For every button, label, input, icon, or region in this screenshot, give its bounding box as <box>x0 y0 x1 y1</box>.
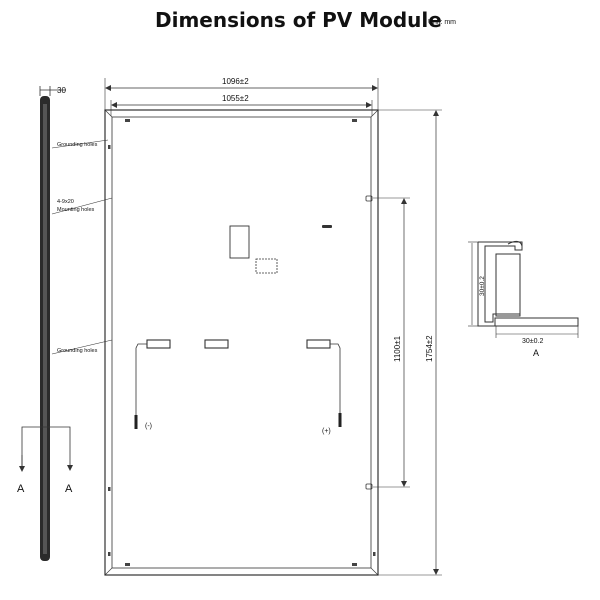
callout-leader-grounding-top <box>51 139 109 149</box>
section-cut-line <box>21 426 73 471</box>
frame-profile-web <box>495 253 521 317</box>
mounting-span-label: 1100±1 <box>393 335 402 362</box>
callout-leader-grounding-bottom <box>51 339 113 355</box>
grounding-hole <box>125 563 130 566</box>
frame-profile-flange <box>494 317 579 327</box>
module-outer-frame <box>104 109 379 576</box>
nameplate-label <box>255 258 278 274</box>
grounding-hole <box>125 119 130 122</box>
callout-mounting: Mounting holes <box>57 207 95 213</box>
grounding-hole <box>352 563 357 566</box>
section-detail-caption: A <box>533 348 539 358</box>
height-label: 1754±2 <box>425 335 434 362</box>
frame-corner-tr <box>370 109 379 118</box>
callout-mounting-count: 4-9x20 <box>57 199 74 205</box>
connector-box-center <box>204 339 229 349</box>
mounting-hole <box>365 195 373 202</box>
side-view: 30 Grounding holes 4-9x20 Mounting holes… <box>17 86 113 561</box>
module-inner-frame <box>111 116 372 569</box>
frame-profile-outline <box>477 241 579 327</box>
callout-leader-mounting <box>51 197 113 215</box>
diagram-title-bar: Dimensions of PV Module Unit: mm <box>0 4 600 34</box>
side-thickness-label: 30 <box>57 86 66 95</box>
frame-corner-br <box>370 567 379 576</box>
mounting-hole <box>365 483 373 490</box>
diagram-title: Dimensions of PV Module <box>155 8 442 32</box>
callout-grounding-top: Grounding holes <box>57 142 98 148</box>
side-frame-inner <box>43 104 47 554</box>
grounding-hole <box>373 552 376 556</box>
plug-negative <box>134 415 138 429</box>
grounding-hole <box>352 119 357 122</box>
drain-slot <box>322 225 332 228</box>
frame-corner-bl <box>104 567 113 576</box>
detail-height-label: 30±0.2 <box>479 276 486 296</box>
inner-width-label: 1055±2 <box>222 94 249 103</box>
callout-grounding-bottom: Grounding holes <box>57 348 98 354</box>
outer-width-label: 1096±2 <box>222 77 249 86</box>
detail-width-label: 30±0.2 <box>522 338 543 345</box>
grounding-hole <box>108 145 111 149</box>
connector-box-negative <box>146 339 171 349</box>
plug-positive <box>338 413 342 427</box>
grounding-hole <box>108 552 111 556</box>
section-marker-left: A <box>17 483 25 495</box>
unit-label: Unit: mm <box>428 19 456 26</box>
frame-corner-tl <box>104 109 113 118</box>
connector-negative-label: (-) <box>145 423 152 430</box>
connector-positive-label: (+) <box>322 428 331 435</box>
front-view: 1096±2 1055±2 (-) <box>104 77 442 576</box>
junction-box <box>229 225 250 259</box>
connector-box-positive <box>306 339 331 349</box>
grounding-hole <box>108 487 111 491</box>
frame-profile-lip <box>507 240 523 247</box>
section-detail: 30±0.2 30±0.2 A <box>468 240 579 358</box>
cable-positive <box>330 343 341 413</box>
section-marker-right: A <box>65 483 73 495</box>
cable-negative <box>135 343 147 415</box>
